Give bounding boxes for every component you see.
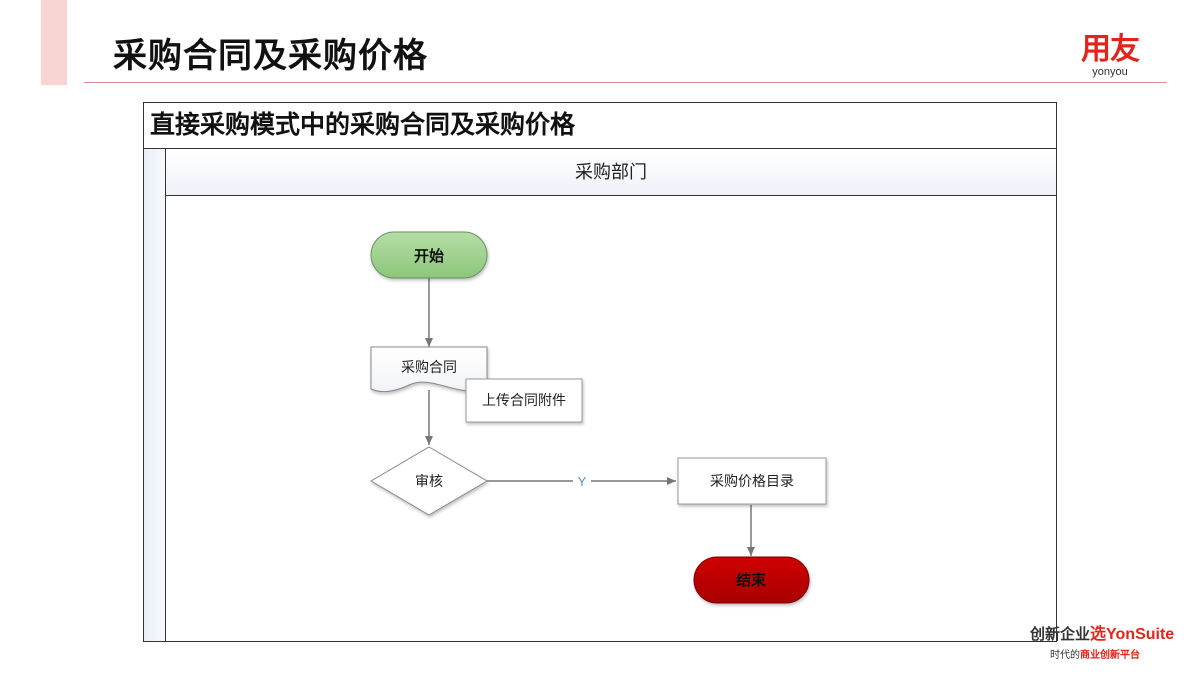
end-node-label: 结束	[736, 571, 767, 589]
swimlane-diagram: 直接采购模式中的采购合同及采购价格 采购部门	[143, 102, 1057, 642]
footer-slogan-line1: 创新企业选YonSuite	[1030, 620, 1185, 644]
slogan-part-c: 时代的	[1050, 650, 1080, 661]
start-node-label: 开始	[414, 247, 444, 265]
header-divider	[84, 82, 1167, 83]
contract-node-label: 采购合同	[401, 359, 457, 375]
yonyou-logo: 用友 yonyou	[1074, 33, 1146, 79]
pool-side-bar	[144, 149, 166, 641]
slogan-part-a: 创新企业	[1030, 626, 1091, 643]
flowchart-canvas: Y 开始 采购合同 上传合同附件 审核 采购价格目录 结束	[370, 231, 827, 604]
catalog-node-label: 采购价格目录	[710, 473, 794, 489]
price-catalog-node: 采购价格目录	[677, 457, 827, 505]
review-decision-node: 审核	[370, 446, 488, 516]
yonsuite-wordmark: YonSuite	[1106, 626, 1175, 643]
contract-document-node: 采购合同	[370, 346, 488, 393]
footer-slogan: 创新企业选YonSuite 时代的商业创新平台	[1030, 620, 1185, 661]
lane-header: 采购部门	[166, 149, 1056, 196]
slogan-part-b: 选	[1090, 626, 1107, 643]
footer-slogan-line2: 时代的商业创新平台	[1030, 646, 1185, 661]
upload-attachment-node: 上传合同附件	[465, 378, 583, 423]
slogan-part-d: 商业创新平台	[1080, 650, 1140, 661]
header-accent-bar	[41, 0, 67, 85]
end-node: 结束	[693, 556, 810, 604]
logo-chinese: 用友	[1081, 33, 1140, 66]
upload-node-label: 上传合同附件	[482, 392, 566, 408]
diagram-title: 直接采购模式中的采购合同及采购价格	[144, 103, 1056, 149]
start-node: 开始	[370, 231, 488, 279]
slide-title: 采购合同及采购价格	[113, 37, 428, 75]
review-node-label: 审核	[415, 473, 443, 489]
edge-label-yes: Y	[578, 474, 587, 489]
logo-english: yonyou	[1092, 66, 1128, 78]
